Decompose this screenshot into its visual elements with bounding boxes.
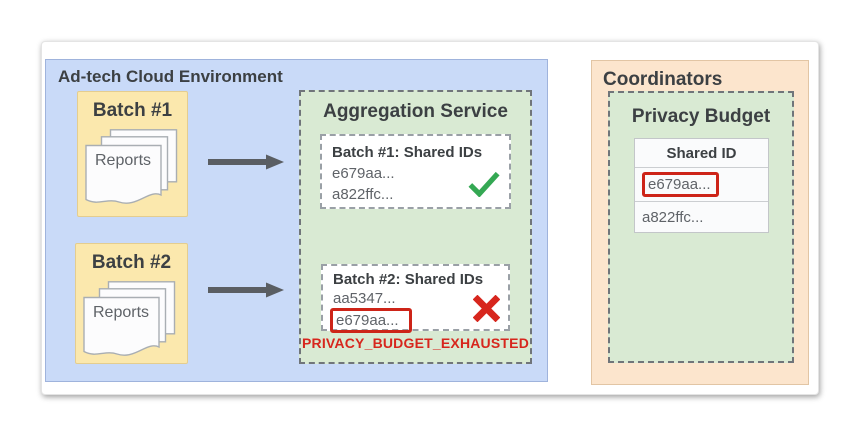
batch-2-result-box: Batch #2: Shared IDs aa5347... e679aa... <box>321 264 510 333</box>
coordinators-box: Coordinators Privacy Budget Shared ID e6… <box>591 60 809 385</box>
arrow-right-icon <box>208 154 284 170</box>
batch-1-card: Batch #1 Reports <box>77 91 188 217</box>
shared-id-value: a822ffc... <box>332 186 394 203</box>
batch-2-result-title: Batch #2: Shared IDs <box>333 271 484 288</box>
adtech-environment-title: Ad-tech Cloud Environment <box>58 67 283 86</box>
document-stack-icon <box>83 281 176 356</box>
duplicate-id-highlight-box: e679aa... <box>330 308 412 333</box>
shared-id-value: aa5347... <box>333 290 396 307</box>
batch-2-label: Batch #2 <box>91 252 172 273</box>
batch-2-reports-label: Reports <box>92 304 150 321</box>
batch-2-card: Batch #2 Reports <box>75 243 188 364</box>
check-icon <box>468 171 500 197</box>
arrow-right-icon <box>208 282 284 298</box>
aggregation-service-title: Aggregation Service <box>323 101 508 122</box>
coordinators-title: Coordinators <box>603 69 723 90</box>
batch-1-result-title: Batch #1: Shared IDs <box>332 144 483 161</box>
privacy-budget-exhausted-label: PRIVACY_BUDGET_EXHAUSTED <box>301 335 530 351</box>
table-row: e679aa... <box>635 168 768 202</box>
shared-id-value: e679aa... <box>330 308 498 333</box>
shared-id-table-header: Shared ID <box>635 139 768 168</box>
x-icon <box>473 295 500 322</box>
shared-id-table: Shared ID e679aa... a822ffc... <box>634 138 769 233</box>
batch-1-reports-label: Reports <box>94 152 152 169</box>
document-stack-icon <box>85 129 178 204</box>
consumed-id-highlight-box: e679aa... <box>642 172 719 197</box>
privacy-budget-box: Privacy Budget Shared ID e679aa... a822f… <box>608 91 794 363</box>
batch-1-result-box: Batch #1: Shared IDs e679aa... a822ffc..… <box>320 134 511 209</box>
privacy-budget-title: Privacy Budget <box>631 106 771 127</box>
table-row: a822ffc... <box>642 208 704 226</box>
shared-id-value: e679aa... <box>332 165 395 182</box>
aggregation-service: Aggregation Service Batch #1: Shared IDs… <box>299 90 532 364</box>
batch-1-label: Batch #1 <box>92 100 173 121</box>
diagram-card: Ad-tech Cloud Environment Batch #1 Repor… <box>41 41 819 395</box>
adtech-cloud-environment: Ad-tech Cloud Environment Batch #1 Repor… <box>45 59 548 382</box>
